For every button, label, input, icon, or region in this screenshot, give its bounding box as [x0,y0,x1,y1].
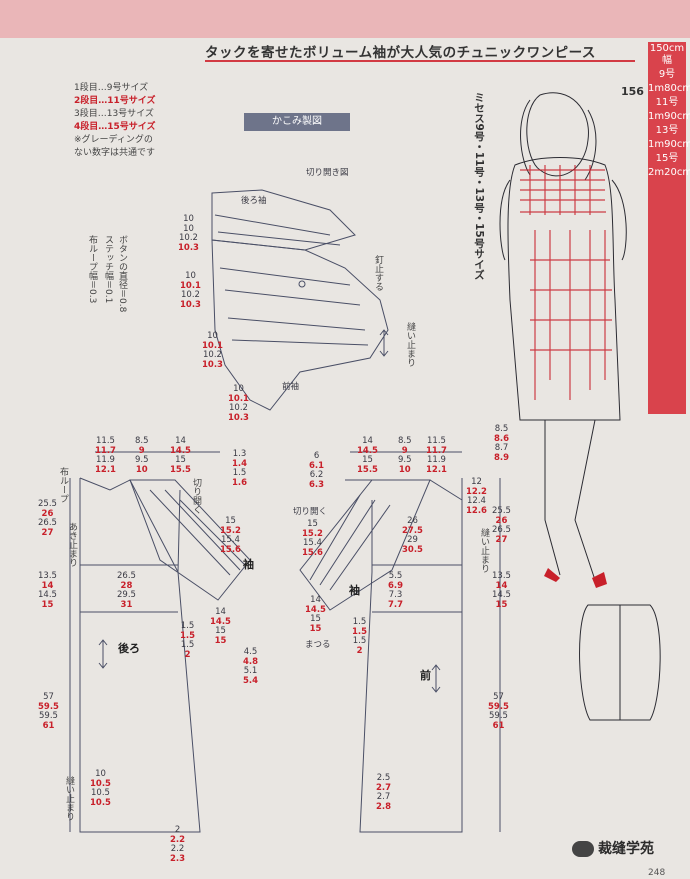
hem-note: まつる [305,640,331,650]
legend-line: 4段目…15号サイズ [74,122,156,132]
sidebar-item: 11号 [655,97,679,108]
sleeve-label-front: 袖 [349,584,360,597]
fabric-sidebar: 150cm幅 9号 1m80cm 11号 1m90cm 13号 1m90cm 1… [648,42,690,414]
back-sleeve-label: 後ろ袖 [241,196,267,206]
watermark: 裁缝学苑 [572,838,654,858]
legend-line: 1段目…9号サイズ [74,83,149,93]
slash-note-front: 切り開く [293,507,328,517]
sidebar-item: 15号 [655,153,679,164]
stitch-note: ステッチ幅＝0.1 [103,235,113,304]
loop-label: 布ループ [58,467,68,503]
legend-line: 3段目…13号サイズ [74,109,154,119]
page-title: タックを寄せたボリューム袖が大人気のチュニックワンピース [205,45,596,61]
sidebar-item: 13号 [655,125,679,136]
title-underline [205,60,635,62]
section-label: かこみ製図 [244,113,350,131]
sidebar-item: 1m90cm [648,139,690,150]
size-range-vertical: ミセス9号・11号・13号・15号サイズ [473,92,485,280]
legend-line: 2段目…11号サイズ [74,96,156,106]
watermark-text: 裁缝学苑 [598,841,654,857]
kirihiraki-label: 切り開き図 [306,168,349,178]
front-sleeve-label: 前袖 [282,382,300,392]
front-piece-label: 前 [420,669,431,682]
sleeve-label-back: 袖 [243,558,254,571]
page-footer-number: 248 [648,868,666,878]
seam-stop-note-back: 縫い止まり [64,776,74,821]
opening-stop-note: あき止まり [67,522,77,567]
size-legend: 1段目…9号サイズ 2段目…11号サイズ 3段目…13号サイズ 4段目…15号サ… [74,82,156,160]
stop-note: 縫い止まり [405,322,415,367]
page-number: 156 [621,85,644,98]
seam-stop-note-front: 縫い止まり [479,528,489,573]
sidebar-item: 9号 [658,69,676,80]
sidebar-item: 150cm幅 [649,43,685,66]
button-note: ボタンの直径＝0.8 [117,235,127,313]
slash-note-back: 切り開く [191,478,201,514]
sidebar-item: 1m80cm [648,83,690,94]
sidebar-item: 2m20cm [648,167,690,178]
legend-line: ない数字は共通です [74,148,156,158]
back-piece-label: 後ろ [118,642,140,655]
loop-note: 布ループ幅＝0.3 [87,235,97,304]
legend-line: ※グレーディングの [74,135,153,145]
pin-note: 釘止する [373,255,383,291]
top-banner [0,0,690,38]
sidebar-item: 1m90cm [648,111,690,122]
chat-icon [572,841,594,857]
